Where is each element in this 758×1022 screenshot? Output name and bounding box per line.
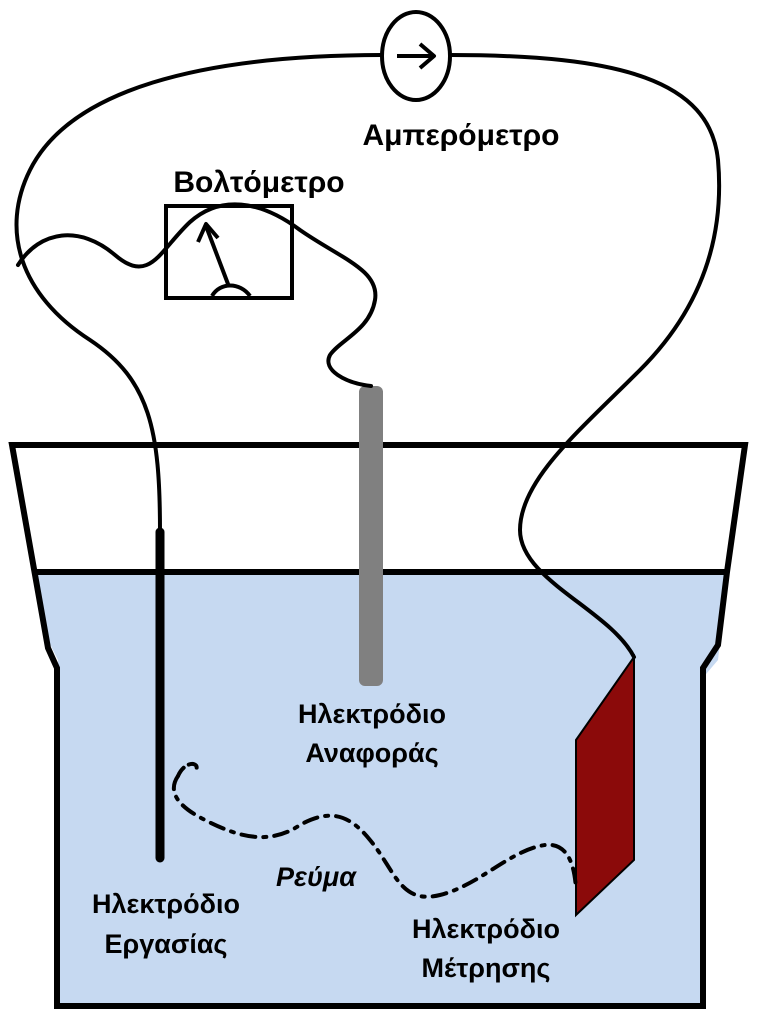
measuring-electrode-label-line1: Ηλεκτρόδιο	[412, 914, 560, 944]
beaker-outline	[8, 442, 749, 1009]
electrolyte-solution	[37, 572, 728, 1005]
voltmeter-label: Βολτόμετρο	[173, 166, 344, 199]
ammeter-symbol-icon	[380, 10, 452, 102]
voltmeter-circuit-wire	[16, 202, 378, 388]
ammeter-circuit-wire	[14, 53, 722, 659]
reference-electrode-label-line1: Ηλεκτρόδιο	[298, 699, 446, 729]
voltmeter-symbol-icon	[164, 204, 294, 300]
measuring-electrode	[575, 653, 635, 918]
measuring-electrode-label-line2: Μέτρησης	[422, 953, 551, 983]
reference-electrode-label-line2: Αναφοράς	[305, 738, 438, 768]
reference-electrode	[359, 386, 383, 686]
current-path	[171, 774, 578, 899]
working-electrode-label-line2: Εργασίας	[105, 929, 228, 959]
current-label: Ρεύμα	[276, 862, 357, 892]
ammeter-label: Αμπερόμετρο	[363, 119, 560, 152]
current-path-start	[176, 762, 199, 778]
working-electrode-label-line1: Ηλεκτρόδιο	[92, 889, 240, 919]
